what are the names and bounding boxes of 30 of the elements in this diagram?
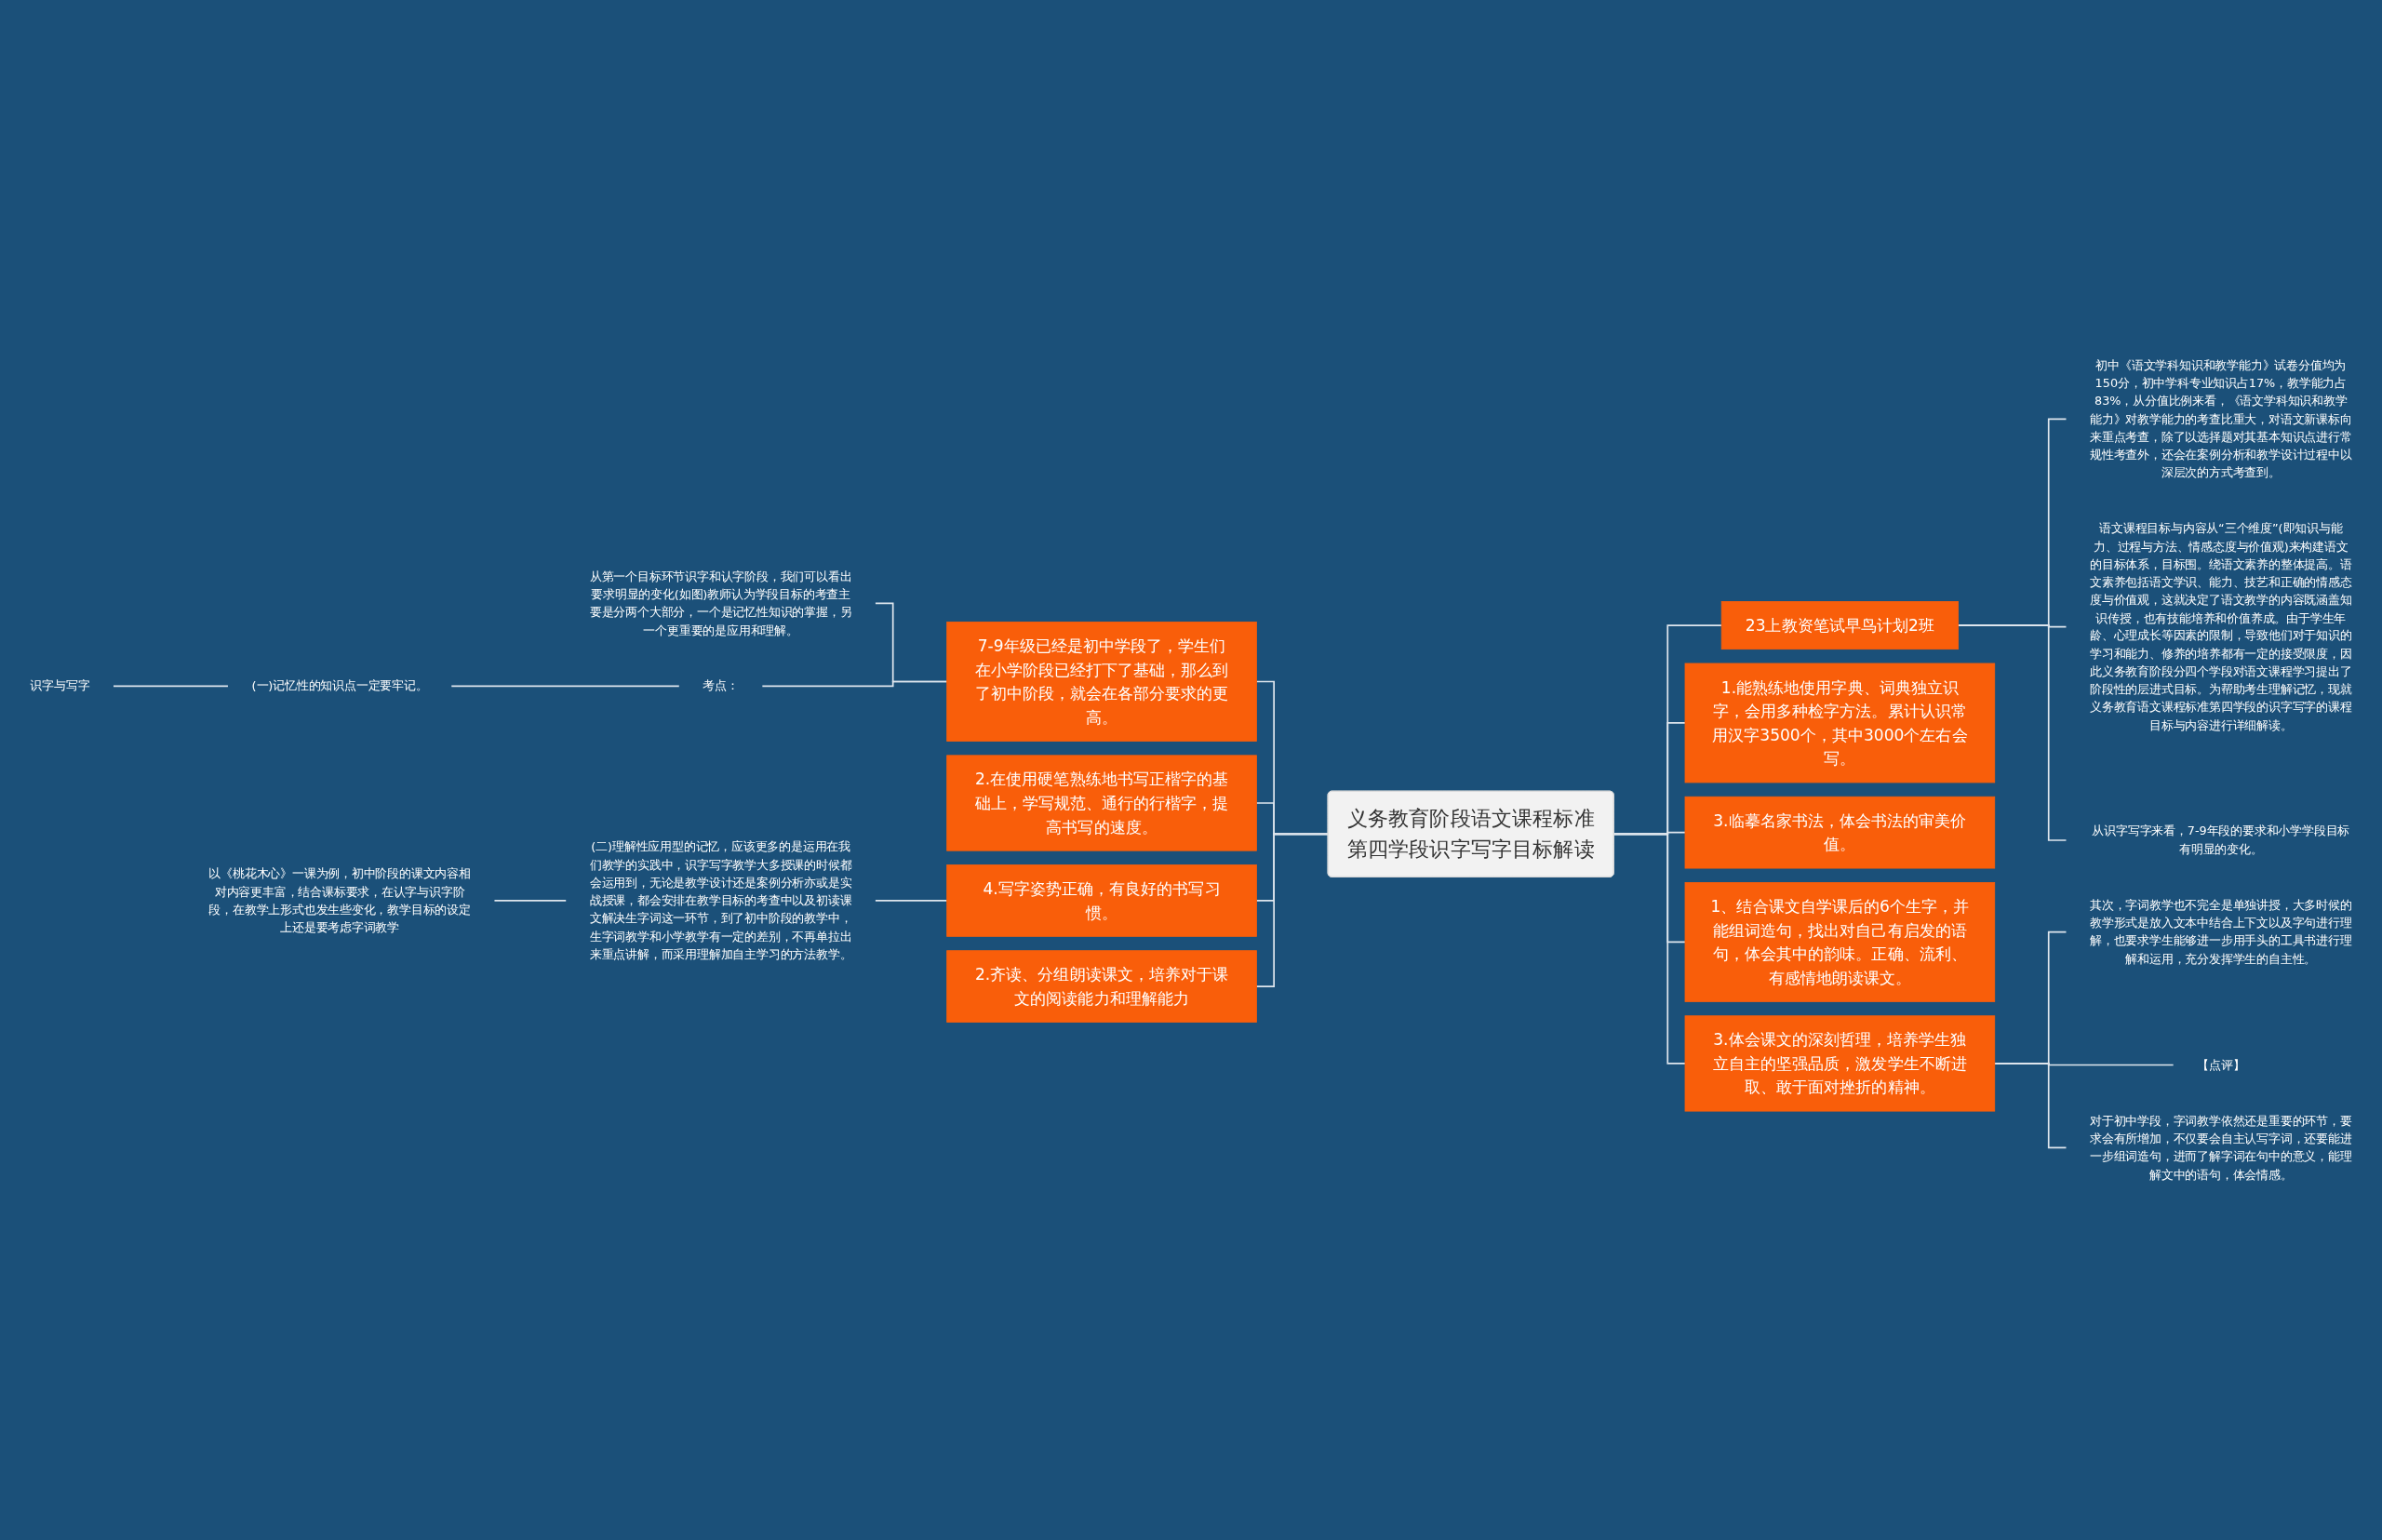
node-text: 以《桃花木心》一课为例，初中阶段的课文内容相对内容更丰富，结合课标要求，在认字与识字阶段，在教学上形式也发生些变化，教学目标的设定上还是要考虑字词教学	[208, 866, 471, 935]
connector	[493, 900, 568, 902]
node-box	[1684, 882, 1996, 1002]
node-text: 语文课程目标与内容从“三个维度”(即知识与能力、过程与方法、情感态度与价值观)来构建语文的目标体系，目标围。绕语文素养的整体提高。语文素养包括语文学识、能力、技艺和正确的情感态度与价值观，这就决定了语文教学的内容既涵盖知识传授，也有技能培养和价值养成。由于学生年龄、心理成长等因素的限制，导致他们对于知识的学习和能力、修养的培养都有一定的接受限度，因此义务教育阶段分四个学段对语文课程学习提出了阶段性的层进式目标。为帮助考生理解记忆，现就义务教育语文课程标准第四学段的识字写字的课程目标与内容进行详细解读。	[2090, 521, 2352, 732]
node-text: 初中《语文学科知识和教学能力》试卷分值均为150分，初中学科专业知识占17%，教学能力占83%，从分值比例来看，《语文学科知识和教学能力》对教学能力的考查比重大，对语文新课标向来重点考查，除了以选择题对其基本知识点进行常规性考查外，还会在案例分析和教学设计过程中以深层次的方式考查到。	[2090, 357, 2352, 480]
node-text: 考点：	[703, 678, 739, 693]
node-box	[1684, 1015, 1996, 1112]
node-text: 其次，字词教学也不完全是单独讲授，大多时候的教学形式是放入文本中结合上下文以及字句进行理解，也要求学生能够进一步用手头的工具书进行理解和运用，充分发挥学生的自主性。	[2090, 897, 2352, 966]
connector	[450, 685, 680, 688]
connector	[1993, 1063, 2068, 1149]
connector	[875, 900, 948, 902]
connector	[1255, 833, 1329, 987]
node-text: 【点评】	[2197, 1057, 2245, 1072]
node-text: 从第一个目标环节识字和认字阶段，我们可以看出要求明显的变化(如图)教师认为学段目标的考查主要是分两个大部分，一个是记忆性知识的掌握，另一个更重要的是应用和理解。	[589, 569, 852, 637]
node-text: 从识字写字来看，7-9年段的要求和小学学段目标有明显的变化。	[2092, 824, 2350, 857]
node-box	[1684, 796, 1996, 869]
node-box	[946, 622, 1257, 742]
connector	[1613, 833, 1686, 1065]
node-box	[946, 950, 1257, 1023]
node-box	[946, 755, 1257, 851]
node-box	[1684, 663, 1996, 783]
node-text: (一)记忆性的知识点一定要牢记。	[251, 678, 428, 693]
connector	[1957, 624, 2068, 841]
node-text: 对于初中学段，字词教学依然还是重要的环节，要求会有所增加，不仅要会自主认写字词，还要能进一步组词造句，进而了解字词在句中的意义，能理解文中的语句，体会情感。	[2090, 1113, 2352, 1182]
node-text: (二)理解性应用型的记忆，应该更多的是运用在我们教学的实践中，识字写字教学大多授课的时候都会运用到，无论是教学设计还是案例分析亦或是实战授课，都会安排在教学目标的考查中以及初读课文解决生字词这一环节，到了初中阶段的教学中，生字词教学和小学教学有一定的差别，不再单拉出来重点讲解，而采用理解加自主学习的方法教学。	[589, 839, 852, 961]
connector	[761, 680, 948, 688]
node-box	[1720, 601, 1959, 650]
connector	[113, 685, 229, 688]
node-text: 识字与写字	[30, 678, 90, 693]
node-box	[946, 864, 1257, 937]
